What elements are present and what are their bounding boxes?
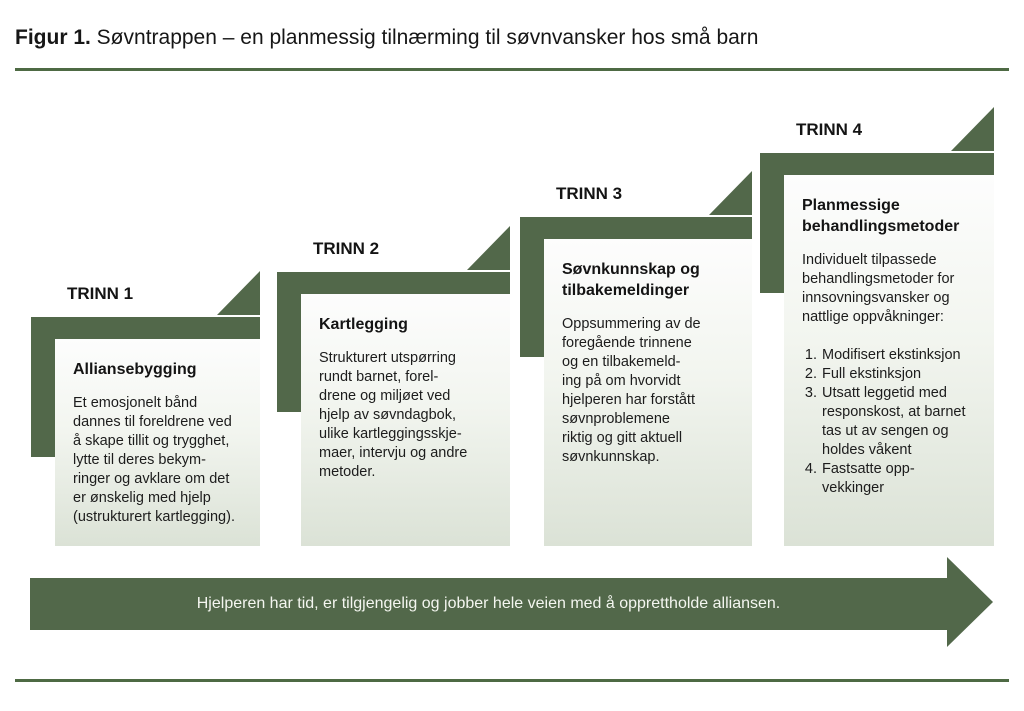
alliance-arrow-text: Hjelperen har tid, er tilgjengelig og jo… bbox=[196, 595, 781, 612]
bottom-divider-line bbox=[15, 679, 1009, 682]
step-2-body: Strukturert utspørring rundt barnet, for… bbox=[319, 350, 468, 480]
step-4-body: Individuelt tilpassede behandlingsmetode… bbox=[802, 252, 955, 325]
step-2-content-box: Kartlegging Strukturert utspørring rundt… bbox=[301, 294, 510, 546]
method-item-1: Modifisert ekstinksjon bbox=[821, 346, 988, 365]
top-divider-line bbox=[15, 68, 1009, 71]
alliance-arrow: Hjelperen har tid, er tilgjengelig og jo… bbox=[30, 557, 993, 647]
alliance-arrow-body: Hjelperen har tid, er tilgjengelig og jo… bbox=[30, 578, 947, 630]
step-2-label: TRINN 2 bbox=[313, 239, 380, 258]
step-3-label: TRINN 3 bbox=[556, 184, 623, 203]
method-item-2: Full ekstinksjon bbox=[821, 365, 988, 384]
alliance-arrow-head bbox=[947, 557, 993, 647]
step-trinn-1: TRINN 1 Alliansebygging Et emosjonelt bå… bbox=[31, 271, 260, 546]
figure-title-text: Søvntrappen – en planmessig tilnærming t… bbox=[90, 26, 759, 49]
figure-title: Figur 1. Søvntrappen – en planmessig til… bbox=[15, 24, 1009, 52]
step-trinn-4: TRINN 4 Planmessige behandlingsmetoder I… bbox=[760, 107, 994, 546]
step-1-body: Et emosjonelt bånd dannes til foreldrene… bbox=[73, 395, 235, 525]
step-3-heading: Søvnkunnskap og tilbakemeldinger bbox=[562, 261, 700, 299]
step-2-heading: Kartlegging bbox=[319, 316, 408, 333]
method-item-4: Fastsatte opp- vekkinger bbox=[821, 460, 988, 498]
step-4-top-bar bbox=[760, 153, 994, 175]
step-4-label: TRINN 4 bbox=[796, 120, 863, 139]
step-3-corner-triangle bbox=[709, 171, 752, 215]
step-4-heading: Planmessige behandlingsmetoder bbox=[802, 197, 960, 235]
step-2-corner-triangle bbox=[467, 226, 510, 270]
step-4-left-bar bbox=[760, 153, 784, 293]
step-2-top-bar bbox=[277, 272, 510, 294]
step-1-content-box: Alliansebygging Et emosjonelt bånd danne… bbox=[55, 339, 260, 546]
step-1-label: TRINN 1 bbox=[67, 284, 134, 303]
step-1-heading: Alliansebygging bbox=[73, 361, 197, 378]
step-1-corner-triangle bbox=[217, 271, 260, 315]
step-trinn-2: TRINN 2 Kartlegging Strukturert utspørri… bbox=[277, 226, 510, 546]
step-3-top-bar bbox=[520, 217, 752, 239]
figure-number: Figur 1. bbox=[15, 26, 91, 49]
step-1-top-bar bbox=[31, 317, 260, 339]
step-3-left-bar bbox=[520, 217, 544, 357]
step-2-left-bar bbox=[277, 272, 301, 412]
step-4-corner-triangle bbox=[951, 107, 994, 151]
step-1-left-bar bbox=[31, 317, 55, 457]
step-4-method-list: Modifisert ekstinksjon Full ekstinksjon … bbox=[802, 346, 988, 498]
step-3-body: Oppsummering av de foregående trinnene o… bbox=[562, 316, 701, 465]
step-trinn-3: TRINN 3 Søvnkunnskap og tilbakemeldinger… bbox=[520, 171, 752, 546]
step-4-content-box: Planmessige behandlingsmetoder Individue… bbox=[784, 175, 994, 546]
step-3-content-box: Søvnkunnskap og tilbakemeldinger Oppsumm… bbox=[544, 239, 752, 546]
method-item-3: Utsatt leggetid med responskost, at barn… bbox=[821, 384, 988, 460]
